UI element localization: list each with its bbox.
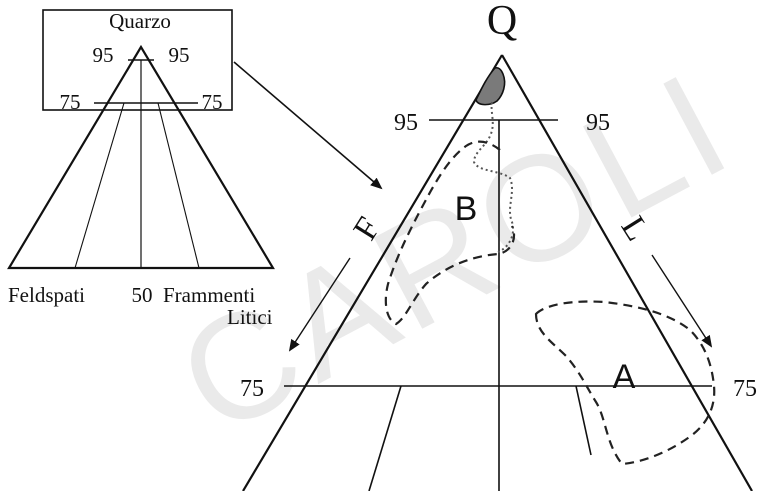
- inset-left-corner-label: Feldspati: [8, 283, 85, 307]
- l-side-arrow: [651, 254, 713, 348]
- inset-right-95: 95: [169, 43, 190, 67]
- main-divider-right: [575, 385, 592, 456]
- field-b-label: B: [455, 190, 478, 228]
- watermark: CAROLI: [153, 39, 757, 466]
- inset-right-75: 75: [202, 90, 223, 114]
- inset-apex-label: Quarzo: [109, 9, 171, 33]
- main-right-75: 75: [733, 376, 757, 402]
- main-apex-label: Q: [487, 0, 517, 44]
- field-dotted-outline: [472, 101, 514, 253]
- main-right-edge: [501, 54, 753, 491]
- field-a-outline: [534, 300, 716, 466]
- inset-right-corner-label-line1: Frammenti: [163, 283, 255, 307]
- inset-highlight-box: [42, 9, 233, 111]
- main-left-edge: [242, 54, 503, 491]
- inset-divider-right: [157, 102, 200, 269]
- inset-bottom-mid-label: 50: [132, 283, 153, 307]
- field-a-label: A: [613, 358, 636, 396]
- inset-diagram: Quarzo 95 95 75 75 Feldspati 50 Framment…: [7, 9, 275, 329]
- f-side-arrow: [288, 257, 351, 352]
- main-divider-left: [368, 385, 402, 491]
- inset-divider-left: [74, 102, 125, 269]
- main-right-95: 95: [586, 110, 610, 136]
- main-left-75: 75: [240, 376, 264, 402]
- inset-left-75: 75: [60, 90, 81, 114]
- zoom-connector-arrow: [233, 61, 383, 190]
- field-apex-shaded: [475, 66, 506, 106]
- inset-right-corner-label-line2: Litici: [227, 305, 273, 329]
- inset-left-95: 95: [93, 43, 114, 67]
- main-left-95: 95: [394, 110, 418, 136]
